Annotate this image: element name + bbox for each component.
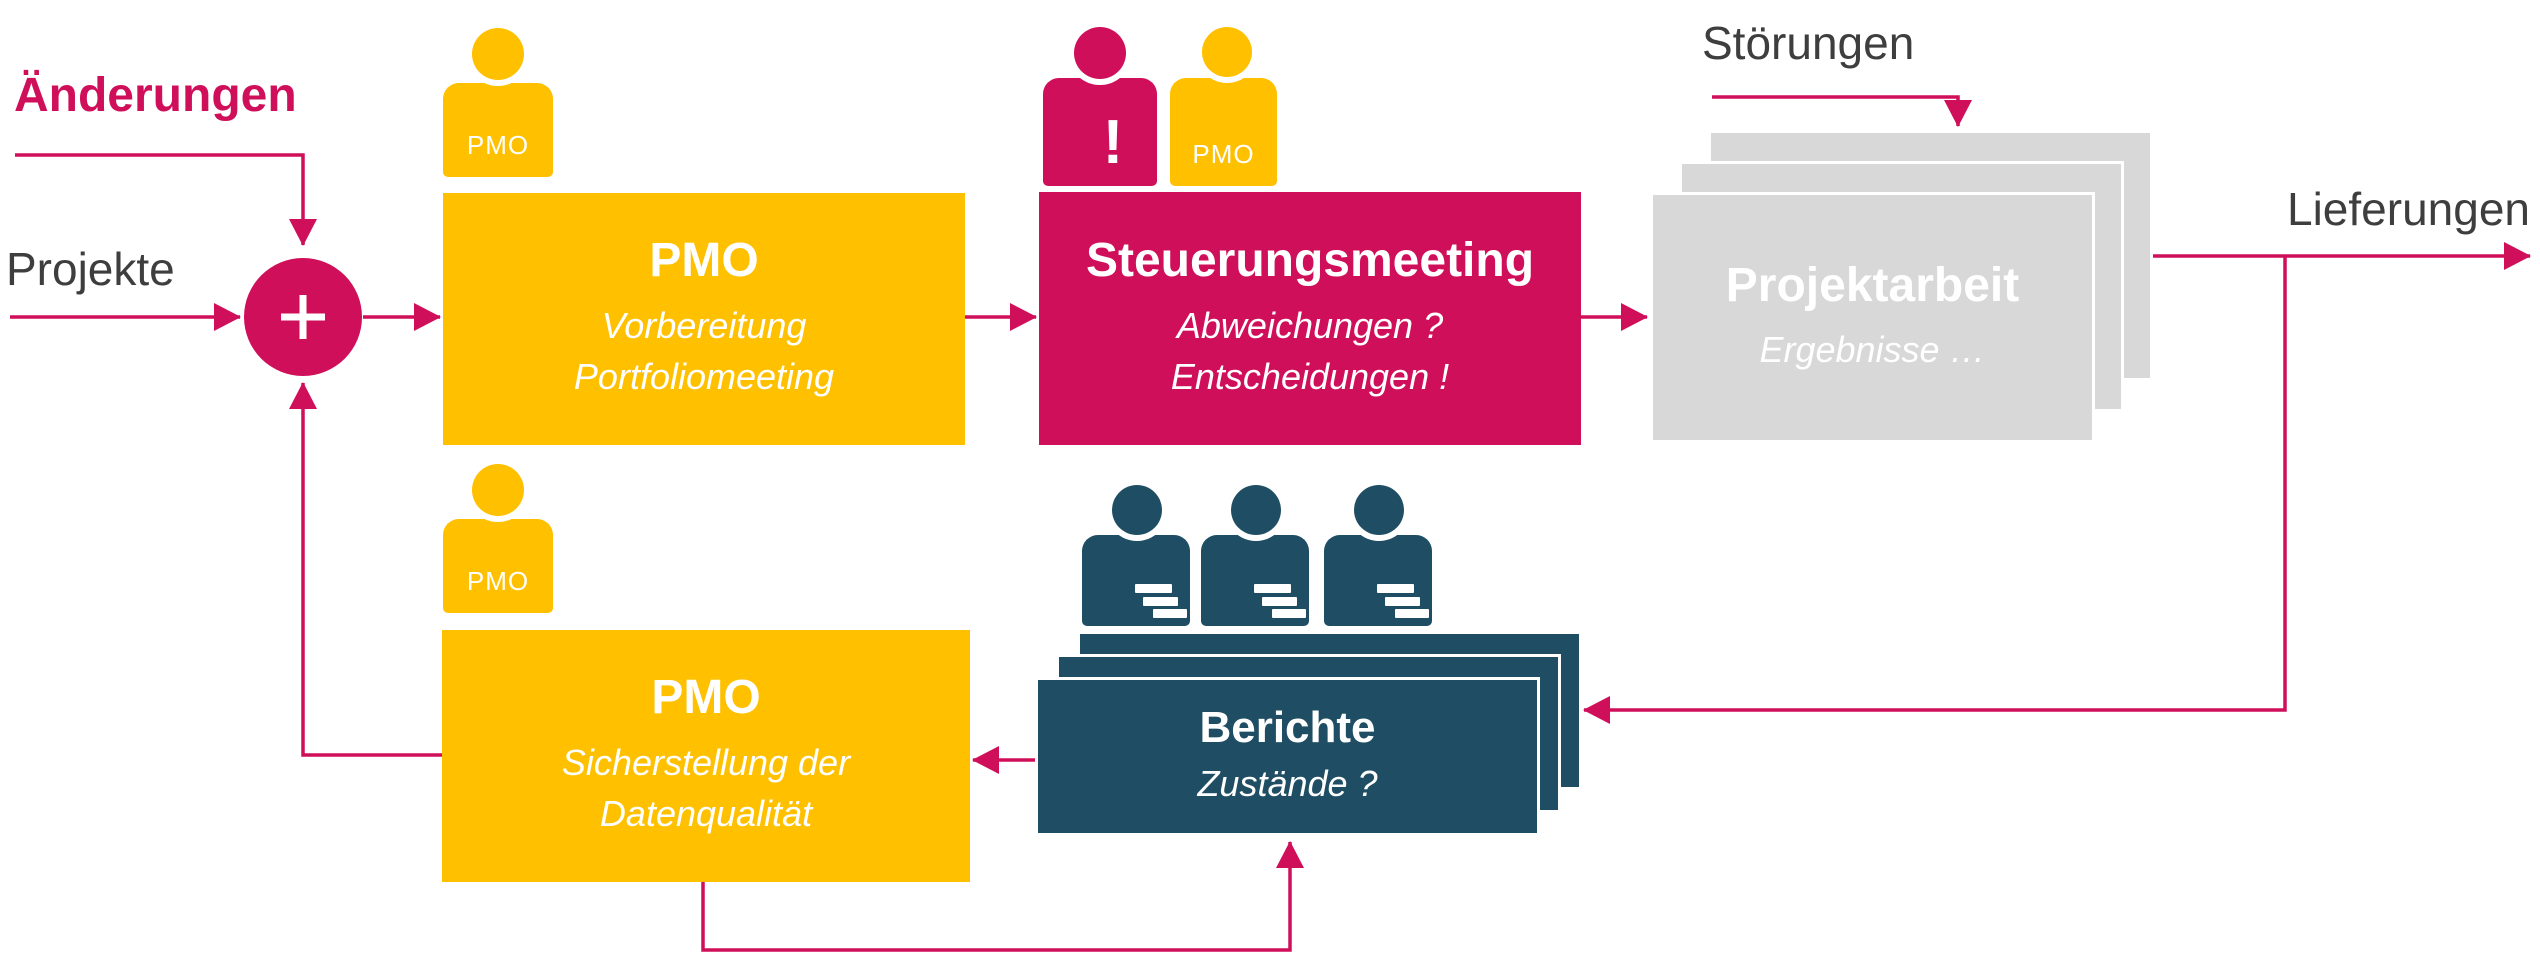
person-report-1 <box>1082 485 1190 626</box>
person-pmo-top: PMO <box>443 28 553 177</box>
person-head-icon <box>1231 485 1281 535</box>
node-subtitle-line1: Sicherstellung der <box>561 742 851 784</box>
person-steering-alert: ! <box>1043 27 1157 186</box>
pmo-badge-label: PMO <box>466 130 530 160</box>
person-torso: ! <box>1043 78 1157 186</box>
node-title: Berichte <box>1199 702 1376 752</box>
person-head-icon <box>1354 485 1404 535</box>
person-report-3 <box>1324 485 1432 626</box>
report-lines-icon <box>1135 584 1172 593</box>
node-subtitle-line1: Ergebnisse … <box>1759 329 1986 371</box>
label-projekte: Projekte <box>6 243 175 295</box>
label-aenderungen: Änderungen <box>14 69 297 122</box>
report-lines-icon <box>1262 597 1297 606</box>
node-title: PMO <box>649 234 759 288</box>
report-lines-icon <box>1254 584 1291 593</box>
node-subtitle-line1: Abweichungen ? <box>1176 304 1444 346</box>
report-lines-icon <box>1143 597 1178 606</box>
label-stoerungen: Störungen <box>1702 17 1915 69</box>
node-subtitle-line1: Zustände ? <box>1197 763 1378 805</box>
arrow-aenderungen-to-plus <box>15 153 317 246</box>
report-lines-icon <box>1272 609 1306 618</box>
person-head-icon <box>472 28 524 80</box>
person-head-icon <box>1112 485 1162 535</box>
node-projektarbeit: Projektarbeit Ergebnisse … <box>1650 192 2095 443</box>
node-subtitle-line2: Datenqualität <box>599 793 813 835</box>
node-subtitle-line2: Entscheidungen ! <box>1170 355 1450 397</box>
person-head-icon <box>1202 27 1252 77</box>
node-title: Projektarbeit <box>1725 258 2020 312</box>
node-pmo-top: PMO Vorbereitung Portfoliomeeting <box>443 193 965 445</box>
node-berichte: Berichte Zustände ? <box>1035 677 1540 836</box>
pmo-badge-label: PMO <box>466 566 530 596</box>
arrow-lieferungen-to-berichte <box>1583 256 2287 724</box>
person-torso: PMO <box>443 519 553 613</box>
node-title: Steuerungsmeeting <box>1085 233 1535 287</box>
person-torso: PMO <box>443 83 553 177</box>
node-steuerungsmeeting: Steuerungsmeeting Abweichungen ? Entsche… <box>1039 192 1581 445</box>
alert-exclamation-label: ! <box>1102 108 1124 177</box>
person-report-2 <box>1201 485 1309 626</box>
arrow-pmo-bottom-to-berichte <box>701 841 1304 952</box>
pmo-badge-label: PMO <box>1192 139 1255 169</box>
node-title: PMO <box>651 671 761 725</box>
report-lines-icon <box>1377 584 1414 593</box>
person-torso: PMO <box>1170 78 1277 186</box>
person-steering-pmo: PMO <box>1170 27 1277 186</box>
node-subtitle-line1: Vorbereitung <box>601 305 807 347</box>
plus-junction <box>244 258 362 376</box>
person-pmo-bottom: PMO <box>443 464 553 613</box>
node-subtitle-line2: Portfoliomeeting <box>573 356 835 398</box>
arrow-stoerungen-to-projektarbeit <box>1712 95 1972 127</box>
node-pmo-bottom: PMO Sicherstellung der Datenqualität <box>442 630 970 882</box>
person-head-icon <box>472 464 524 516</box>
report-lines-icon <box>1153 609 1187 618</box>
label-lieferungen: Lieferungen <box>2287 183 2530 235</box>
arrow-pmo-bottom-to-plus <box>289 382 442 757</box>
report-lines-icon <box>1385 597 1420 606</box>
person-head-icon <box>1074 27 1126 79</box>
report-lines-icon <box>1395 609 1429 618</box>
